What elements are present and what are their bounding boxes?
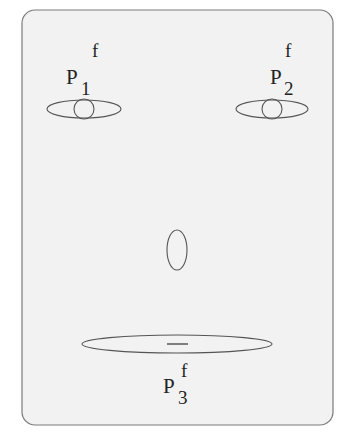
point-label: 2: [284, 79, 294, 98]
point-label: f: [181, 361, 187, 380]
point-label: f: [92, 41, 98, 60]
right-pupil: [262, 99, 282, 119]
point-label: 3: [178, 388, 188, 407]
nose: [167, 230, 187, 270]
mouth-mark: [167, 343, 188, 344]
face-border: [22, 10, 333, 425]
point-label: f: [285, 41, 291, 60]
mouth: [82, 335, 272, 353]
left-eye: [47, 100, 121, 118]
point-label: P: [163, 376, 175, 397]
left-pupil: [74, 99, 94, 119]
point-label: P: [66, 67, 78, 88]
right-eye: [236, 100, 308, 118]
point-label: P: [270, 67, 282, 88]
point-label: 1: [81, 79, 91, 98]
